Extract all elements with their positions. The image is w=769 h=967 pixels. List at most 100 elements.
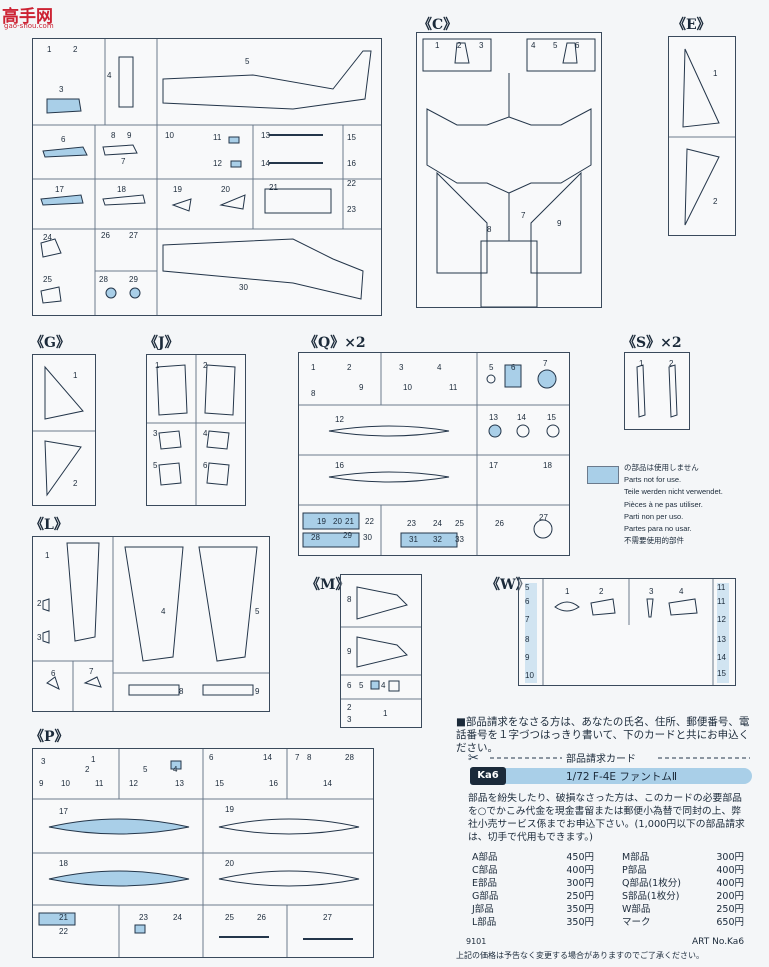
part-number: 11 xyxy=(717,583,726,592)
part-number: 1 xyxy=(639,359,644,368)
part-number: 1 xyxy=(73,371,78,380)
part-number: 25 xyxy=(225,913,234,922)
scissors-icon: ✂ xyxy=(468,751,479,766)
part-number: 6 xyxy=(203,461,208,470)
part-number: 4 xyxy=(381,681,386,690)
part-number: 27 xyxy=(539,513,548,522)
price-row: S部品(1枚分)200円 xyxy=(622,891,744,904)
part-number: 3 xyxy=(153,429,158,438)
sprue-g-label: 《G》 xyxy=(30,335,70,351)
legend-line: の部品は使用しません xyxy=(624,463,699,472)
part-number: 20 xyxy=(333,517,342,526)
part-number: 2 xyxy=(203,361,208,370)
part-number: 10 xyxy=(165,131,174,140)
part-number: 1 xyxy=(383,709,388,718)
part-number: 15 xyxy=(215,779,224,788)
part-number: 6 xyxy=(575,41,580,50)
price-cell: P部品 xyxy=(622,864,647,876)
part-number: 1 xyxy=(435,41,440,50)
part-number: 1 xyxy=(713,69,718,78)
part-number: 31 xyxy=(409,535,418,544)
part-number: 1 xyxy=(565,587,570,596)
part-number: 22 xyxy=(365,517,374,526)
part-number: 2 xyxy=(347,363,352,372)
part-number: 18 xyxy=(543,461,552,470)
sprue-g-drawing xyxy=(33,365,95,497)
product-title: 1/72 F-4E ファントムⅡ xyxy=(566,771,678,783)
sprue-m-drawing xyxy=(341,586,421,700)
part-number: 7 xyxy=(121,157,126,166)
part-number: 23 xyxy=(407,519,416,528)
part-number: 16 xyxy=(347,159,356,168)
price-cell: A部品 xyxy=(472,852,498,863)
price-cell: 250円 xyxy=(716,903,744,915)
unused-parts-legend: の部品は使用しません Parts not for use. Teile werd… xyxy=(624,462,723,547)
sprue-q-drawing xyxy=(299,353,569,555)
price-cell: S部品(1枚分) xyxy=(622,890,680,902)
legend-line: 不需要使用的部件 xyxy=(624,536,684,546)
part-number: 9 xyxy=(127,131,132,140)
part-number: 14 xyxy=(517,413,526,422)
part-number: 21 xyxy=(345,517,354,526)
price-cell: 300円 xyxy=(716,852,744,863)
price-cell: 400円 xyxy=(566,864,594,876)
part-number: 25 xyxy=(43,275,52,284)
part-number: 2 xyxy=(599,587,604,596)
part-number: 12 xyxy=(335,415,344,424)
part-number: 7 xyxy=(521,211,526,220)
part-number: 5 xyxy=(153,461,158,470)
part-number: 12 xyxy=(129,779,138,788)
part-number: 10 xyxy=(525,671,534,680)
price-cell: C部品 xyxy=(472,864,498,876)
watermark-url: gao-shou.com xyxy=(4,22,54,30)
part-number: 18 xyxy=(117,185,126,194)
part-number: 14 xyxy=(263,753,272,762)
price-cell: マーク xyxy=(622,916,651,928)
price-cell: L部品 xyxy=(472,916,497,928)
price-cell: 450円 xyxy=(566,852,594,863)
sprue-e-label: 《E》 xyxy=(672,17,711,33)
price-cell: 400円 xyxy=(716,877,744,889)
part-number: 2 xyxy=(37,599,42,608)
legend-line: Parts not for use. xyxy=(624,475,682,485)
part-number: 22 xyxy=(59,927,68,936)
part-number: 24 xyxy=(433,519,442,528)
price-cell: Q部品(1枚分) xyxy=(622,877,681,889)
price-cell: 300円 xyxy=(566,877,594,889)
part-number: 25 xyxy=(455,519,464,528)
part-number: 3 xyxy=(37,633,42,642)
part-number: 24 xyxy=(43,233,52,242)
part-number: 26 xyxy=(495,519,504,528)
part-number: 15 xyxy=(347,133,356,142)
part-number: 12 xyxy=(213,159,222,168)
part-number: 20 xyxy=(221,185,230,194)
part-number: 2 xyxy=(73,479,78,488)
sprue-e-drawing xyxy=(669,48,735,226)
price-cell: G部品 xyxy=(472,890,499,902)
part-number: 5 xyxy=(255,607,260,616)
part-number: 3 xyxy=(649,587,654,596)
part-number: 6 xyxy=(61,135,66,144)
part-number: 2 xyxy=(713,197,718,206)
part-number: 6 xyxy=(51,669,56,678)
watermark-text: 高手网 xyxy=(2,7,53,27)
product-banner: Ka6 1/72 F-4E ファントムⅡ xyxy=(470,767,752,785)
parts-order-instructions: ■部品請求をなさる方は、あなたの氏名、住所、郵便番号、電話番号を１字づつはっきり… xyxy=(456,716,750,754)
part-number: 9 xyxy=(525,653,530,662)
part-number: 8 xyxy=(347,595,352,604)
sprue-j-label: 《J》 xyxy=(144,335,179,351)
sprue-s-drawing xyxy=(636,364,678,418)
part-number: 4 xyxy=(173,765,178,774)
part-number: 5 xyxy=(359,681,364,690)
part-number: 7 xyxy=(89,667,94,676)
part-number: 12 xyxy=(717,615,726,624)
unused-parts-swatch xyxy=(587,466,619,484)
